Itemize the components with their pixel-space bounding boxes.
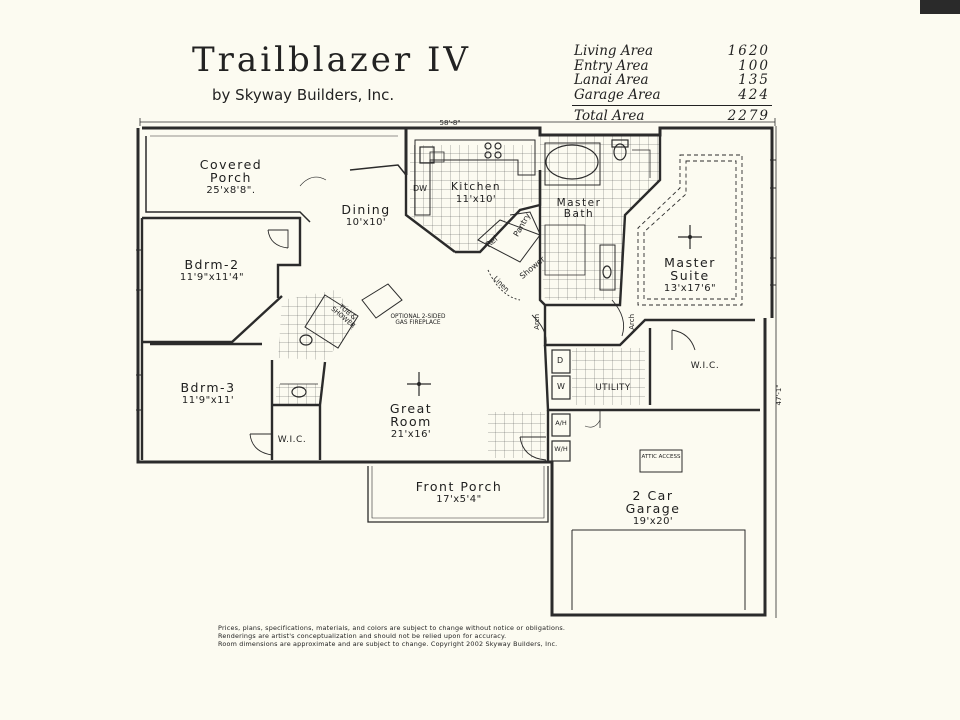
room-name: Great Room	[389, 401, 433, 430]
room-bedroom3-wic: W.I.C.	[272, 435, 312, 445]
room-bedroom-2: Bdrm-2 11'9"x11'4"	[158, 258, 266, 284]
area-row-lanai: Lanai Area 135	[572, 73, 772, 88]
attic-access-label: ATTIC ACCESS	[641, 454, 681, 460]
area-value: 135	[738, 72, 770, 88]
room-front-porch: Front Porch 17'x5'4"	[384, 480, 534, 506]
overall-depth-text: 47'-1"	[775, 384, 783, 405]
area-label: Entry Area	[574, 57, 649, 74]
room-dimensions: 17'x5'4"	[436, 494, 482, 506]
room-dimensions: 13'x17'6"	[663, 283, 717, 295]
front-porch-outline	[367, 466, 549, 523]
hall-bath-fixtures	[280, 294, 359, 398]
area-row-garage: Garage Area 424	[572, 86, 772, 103]
legal-disclaimer: Prices, plans, specifications, materials…	[218, 624, 698, 648]
area-label: Total Area	[574, 108, 645, 124]
area-table: Living Area 1620 Entry Area 100 Lanai Ar…	[572, 44, 772, 124]
area-value: 424	[738, 86, 770, 103]
area-label: Lanai Area	[574, 72, 649, 88]
width-dimension-line: 58'-8"	[139, 118, 776, 127]
door-swings	[249, 229, 696, 461]
room-dining: Dining 10'x10'	[326, 203, 406, 229]
air-handler-label: A/H	[555, 419, 567, 427]
room-bedroom-3: Bdrm-3 11'9"x11'	[158, 381, 258, 407]
room-dimensions: 25'x8'8".	[206, 185, 256, 197]
room-dimensions: 19'x20'	[632, 516, 674, 528]
dishwasher-label: DW	[413, 184, 428, 193]
covered-porch-walls	[145, 135, 407, 223]
room-name: Master Suite	[664, 255, 716, 284]
room-utility: UTILITY	[588, 384, 638, 393]
dryer-label: D	[557, 356, 564, 365]
room-name: W.I.C.	[690, 361, 720, 371]
room-name: Front Porch	[415, 479, 503, 494]
room-name: Kitchen	[451, 181, 501, 193]
disclaimer-line: Renderings are artist's conceptualizatio…	[218, 632, 507, 640]
room-name: Master Bath	[556, 197, 602, 221]
garage-details	[571, 449, 746, 610]
utility-fixtures	[551, 349, 601, 428]
room-dimensions: 21'x16'	[390, 429, 432, 441]
fireplace-label: OPTIONAL 2-SIDED GAS FIREPLACE	[390, 314, 446, 327]
disclaimer-line: Room dimensions are approximate and are …	[218, 640, 558, 648]
room-name: Bdrm-2	[184, 257, 240, 272]
arch-label-master: Arch	[628, 313, 637, 330]
master-bath-fixtures	[544, 139, 651, 291]
area-value: 1620	[727, 43, 770, 59]
area-row-living: Living Area 1620	[572, 44, 772, 59]
room-garage: 2 Car Garage 19'x20'	[598, 489, 708, 528]
area-label: Garage Area	[574, 86, 661, 103]
kitchen-counters	[414, 139, 536, 216]
overall-width-text: 58'-8"	[439, 119, 460, 127]
builder-name: by Skyway Builders, Inc.	[212, 86, 395, 104]
arch-label: Arch	[533, 313, 542, 330]
room-master-wic: W.I.C.	[680, 361, 730, 371]
disclaimer-line: Prices, plans, specifications, materials…	[218, 624, 566, 632]
master-ceiling-fan-icon	[678, 225, 702, 249]
room-covered-porch: Covered Porch 25'x8'8".	[176, 158, 286, 197]
tile-floors	[276, 135, 660, 458]
room-name: 2 Car Garage	[625, 488, 681, 517]
area-label: Living Area	[574, 43, 654, 59]
room-name: Dining	[341, 202, 391, 217]
depth-dimension-line: 47'-1"	[775, 126, 783, 618]
interior-walls	[140, 135, 760, 462]
room-master-suite: Master Suite 13'x17'6"	[640, 256, 740, 295]
room-name: Bdrm-3	[180, 380, 236, 395]
room-dimensions: 11'9"x11'	[181, 395, 235, 407]
master-tray-ceiling	[637, 154, 743, 306]
room-dimensions: 11'x10'	[455, 194, 497, 206]
room-name: UTILITY	[595, 383, 631, 393]
windows	[136, 159, 776, 411]
room-kitchen: Kitchen 11'x10'	[440, 181, 512, 206]
room-master-bath: Master Bath	[548, 197, 610, 221]
area-row-total: Total Area 2279	[572, 105, 772, 124]
great-room-ceiling-fan-icon	[407, 372, 431, 396]
area-value: 2279	[727, 108, 770, 124]
water-heater-label: W/H	[554, 445, 568, 453]
room-dimensions: 10'x10'	[345, 217, 387, 229]
fireplace	[361, 283, 403, 319]
kitchen-island	[477, 211, 541, 263]
plan-title: Trailblazer IV	[192, 40, 471, 80]
room-name: Covered Porch	[199, 157, 263, 186]
area-value: 100	[738, 57, 770, 74]
room-name: W.I.C.	[277, 435, 307, 445]
room-dimensions: 11'9"x11'4"	[179, 272, 245, 284]
scan-edge-shadow	[920, 0, 960, 14]
mechanical-boxes	[551, 413, 571, 462]
area-row-entry: Entry Area 100	[572, 57, 772, 74]
washer-label: W	[557, 382, 565, 391]
room-great-room: Great Room 21'x16'	[376, 402, 446, 441]
